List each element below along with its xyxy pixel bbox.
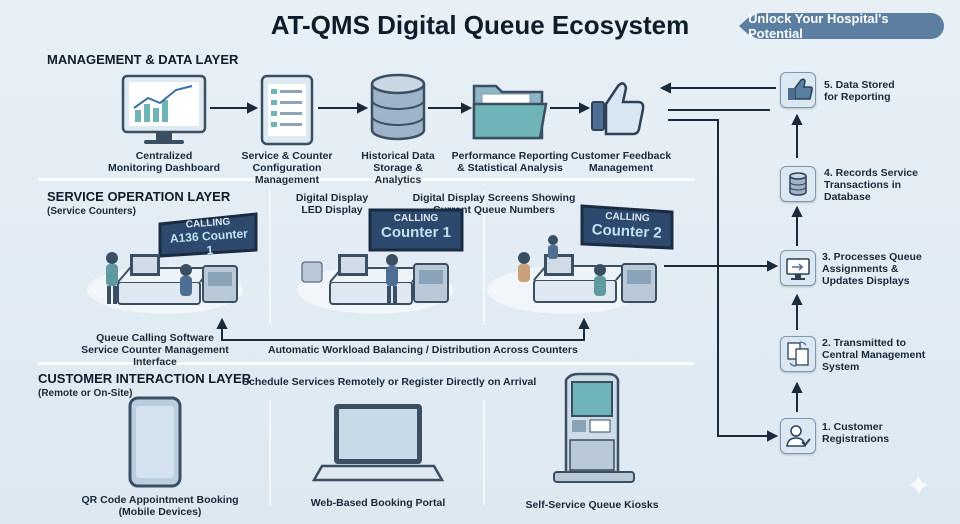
- flow-step-2-box: [780, 336, 816, 372]
- banner-tag: Unlock Your Hospital's Potential: [739, 11, 944, 41]
- management-layer-heading: MANAGEMENT & DATA LAYER: [47, 52, 239, 67]
- flow-step-5-box: [780, 72, 816, 108]
- flow-step-3-label: 3. Processes Queue Assignments & Updates…: [822, 251, 922, 287]
- database-icon: [370, 73, 426, 141]
- user-check-icon: [786, 425, 811, 447]
- calling-label: CALLING: [393, 213, 439, 224]
- management-item-label: Centralized Monitoring Dashboard: [108, 150, 220, 174]
- flow-step-4-label: 4. Records Service Transactions in Datab…: [824, 167, 918, 203]
- kiosk-icon: [553, 372, 635, 483]
- balancing-label: Automatic Workload Balancing / Distribut…: [268, 344, 578, 356]
- calling-screen: [368, 208, 464, 252]
- smartphone-icon: [128, 396, 182, 488]
- service-counter-1: [106, 252, 238, 305]
- flow-step-3-box: [780, 250, 816, 286]
- service-layer-subheading: (Service Counters): [47, 206, 136, 217]
- calling-screen: [580, 204, 674, 250]
- service-counter-2: [301, 254, 449, 305]
- service-counter-3: [518, 235, 657, 303]
- monitor-chart-icon: [121, 74, 207, 144]
- customer-layer-subheading: (Remote or On-Site): [38, 388, 133, 399]
- balancing-arrow: [216, 317, 590, 341]
- management-item-label: Performance Reporting & Statistical Anal…: [451, 150, 569, 174]
- tablet-icon: [260, 74, 314, 146]
- service-layer-heading: SERVICE OPERATION LAYER: [47, 189, 231, 204]
- calling-screen-text: CALLING Counter 1: [372, 213, 460, 241]
- layer-divider: [38, 362, 694, 365]
- schedule-label: Schedule Services Remotely or Register D…: [242, 376, 537, 388]
- management-flow-arrows: [210, 102, 591, 114]
- database-icon: [789, 172, 807, 196]
- laptop-icon: [311, 404, 445, 482]
- calling-screen: [158, 212, 258, 258]
- folder-icon: [472, 84, 548, 140]
- page-title: AT-QMS Digital Queue Ecosystem: [270, 10, 690, 40]
- thumbs-up-icon: [591, 82, 645, 136]
- management-item-label: Customer Feedback Management: [570, 150, 672, 174]
- software-label: Queue Calling Software Service Counter M…: [81, 332, 229, 368]
- management-item-label: Service & Counter Configuration Manageme…: [241, 150, 333, 186]
- flow-step-1-box: [780, 418, 816, 454]
- flow-step-2-label: 2. Transmitted to Central Management Sys…: [822, 337, 926, 373]
- customer-item-label: Web-Based Booking Portal: [310, 497, 446, 509]
- customer-item-label: QR Code Appointment Booking (Mobile Devi…: [81, 494, 239, 518]
- management-item-label: Historical Data Storage & Analytics: [361, 150, 435, 186]
- layer-divider: [38, 178, 694, 181]
- document-transfer-icon: [787, 341, 809, 367]
- monitor-icon: [786, 258, 810, 280]
- counter-number: Counter 1: [380, 224, 451, 241]
- flow-step-5-label: 5. Data Stored for Reporting: [824, 79, 895, 103]
- sparkle-icon: ✦: [906, 470, 932, 503]
- flow-step-4-box: [780, 166, 816, 202]
- customer-item-label: Self-Service Queue Kiosks: [525, 499, 659, 511]
- flow-step-1-label: 1. Customer Registrations: [822, 421, 890, 445]
- display-label-led: Digital Display LED Display: [295, 192, 369, 216]
- customer-layer-heading: CUSTOMER INTERACTION LAYER: [38, 371, 252, 386]
- thumbs-up-icon: [788, 78, 813, 100]
